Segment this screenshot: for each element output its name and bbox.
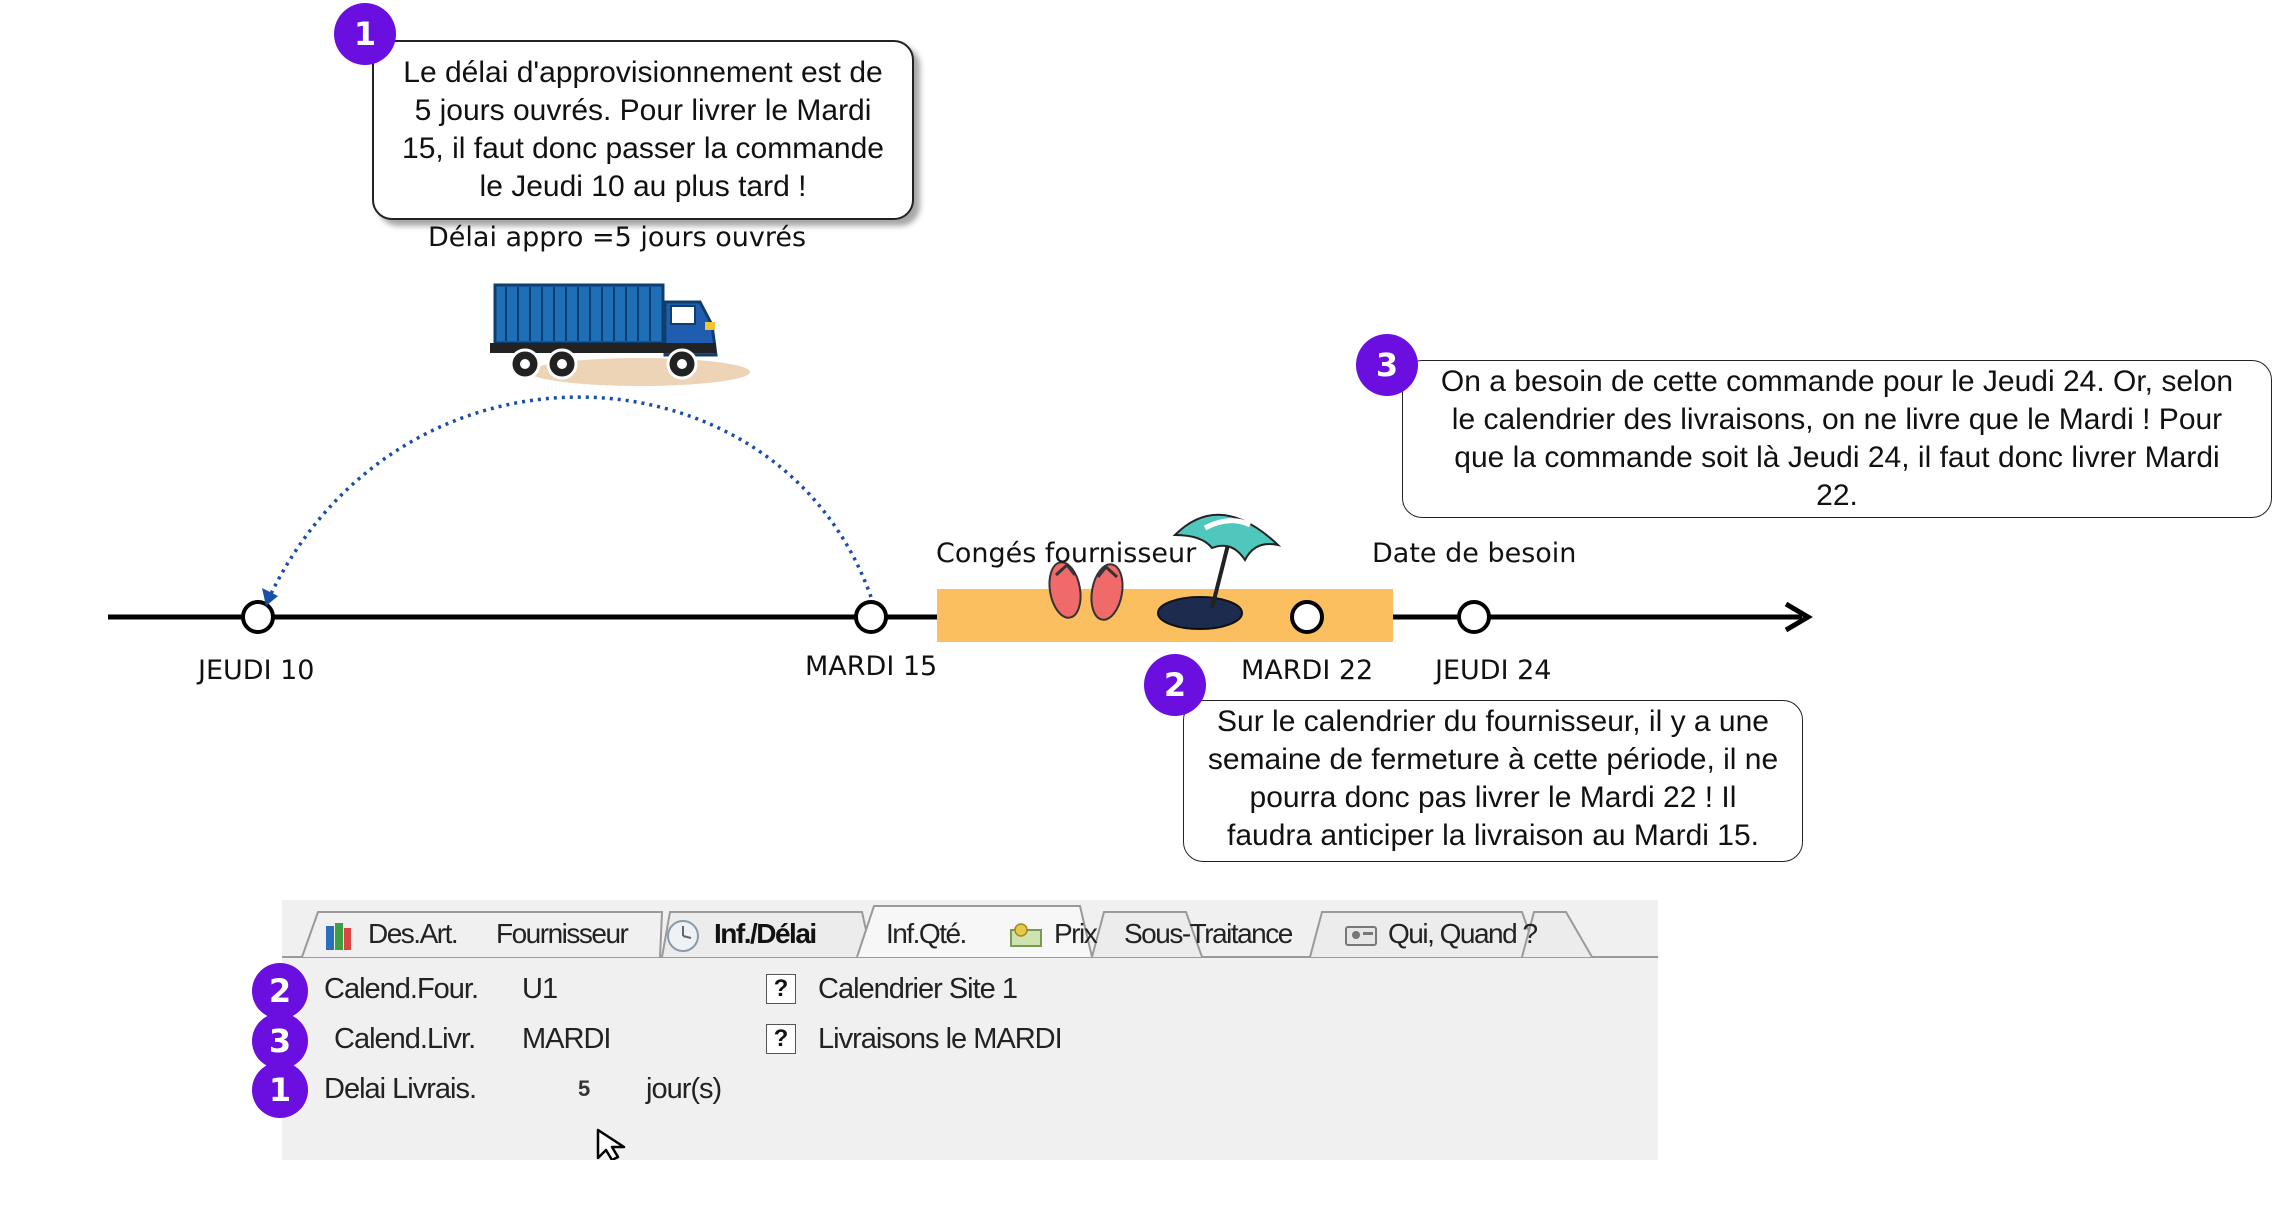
step-badge-2: 2 (1144, 654, 1206, 716)
point-jeudi10 (241, 600, 275, 634)
step-badge-3: 3 (252, 1013, 308, 1069)
user-card-icon (1344, 924, 1378, 948)
erp-panel: Des.Art. Fournisseur Inf./Délai Inf.Qté.… (252, 900, 1658, 1160)
timeline-diagram (108, 283, 1813, 642)
callout-line: le Jeudi 10 au plus tard ! (479, 170, 807, 203)
point-jeudi24 (1457, 600, 1491, 634)
step-badge-2: 2 (252, 963, 308, 1019)
mouse-cursor-icon (596, 1128, 626, 1160)
callout-line: faudra anticiper la livraison au Mardi 1… (1227, 819, 1759, 852)
callout-delivery-calendar: On a besoin de cette commande pour le Je… (1402, 360, 2272, 518)
callout-line: semaine de fermeture à cette période, il… (1207, 743, 1779, 776)
tab-prix[interactable]: Prix (1054, 918, 1098, 949)
callout-line: Sur le calendrier du fournisseur, il y a… (1217, 705, 1769, 738)
need-date-label: Date de besoin (1372, 538, 1577, 569)
holiday-label: Congés fournisseur (936, 538, 1197, 569)
tab-qui-quand[interactable]: Qui, Quand ? (1388, 918, 1538, 949)
tab-sous-traitance[interactable]: Sous-Traitance (1124, 918, 1293, 949)
delivery-calendar-value[interactable]: MARDI (522, 1023, 611, 1055)
lead-time-unit: jour(s) (646, 1073, 722, 1105)
supplier-calendar-description: Calendrier Site 1 (818, 973, 1018, 1005)
point-mardi15 (854, 600, 888, 634)
step-badge-1: 1 (252, 1062, 308, 1118)
tab-fournisseur[interactable]: Fournisseur (496, 918, 629, 949)
delay-arc (266, 395, 873, 601)
step-badge-3: 3 (1356, 334, 1418, 396)
timeline-arrowhead (1784, 601, 1813, 633)
callout-line: Le délai d'approvisionnement est de (403, 56, 883, 89)
truck-icon (490, 283, 750, 386)
label-mardi22: MARDI 22 (1241, 655, 1374, 686)
callout-line: que la commande soit là Jeudi 24, il fau… (1454, 441, 2220, 474)
label-mardi15: MARDI 15 (805, 651, 938, 682)
clock-icon (665, 918, 701, 954)
tab-inf-qte[interactable]: Inf.Qté. (886, 918, 967, 949)
callout-line: 15, il faut donc passer la commande (402, 132, 884, 165)
callout-line: pourra donc pas livrer le Mardi 22 ! Il (1249, 781, 1737, 814)
flip-flops-icon (1048, 561, 1124, 621)
supplier-calendar-label: Calend.Four. (324, 973, 479, 1005)
delivery-calendar-description: Livraisons le MARDI (818, 1023, 1063, 1055)
money-icon (1009, 922, 1043, 948)
delivery-calendar-help-button[interactable]: ? (766, 1024, 796, 1054)
callout-line: On a besoin de cette commande pour le Je… (1440, 365, 2234, 398)
callout-supplier-calendar: Sur le calendrier du fournisseur, il y a… (1183, 700, 1803, 862)
callout-line: le calendrier des livraisons, on ne livr… (1451, 403, 2223, 436)
step-badge-1: 1 (334, 3, 396, 65)
label-jeudi24: JEUDI 24 (1435, 655, 1552, 686)
arc-arrowhead (262, 588, 278, 606)
point-mardi22 (1290, 600, 1324, 634)
tab-des-art[interactable]: Des.Art. (368, 918, 459, 949)
tab-inf-delai[interactable]: Inf./Délai (714, 918, 817, 949)
delivery-calendar-label: Calend.Livr. (334, 1023, 476, 1055)
lead-time-value[interactable]: 5 (578, 1076, 590, 1101)
callout-line: 22. (1816, 479, 1858, 512)
callout-delay: Le délai d'approvisionnement est de 5 jo… (372, 40, 914, 220)
supplier-calendar-value[interactable]: U1 (522, 973, 558, 1005)
beach-umbrella-icon (1157, 513, 1282, 630)
label-jeudi10: JEUDI 10 (198, 655, 315, 686)
callout-line: 5 jours ouvrés. Pour livrer le Mardi (414, 94, 872, 127)
books-icon (324, 920, 352, 952)
supplier-calendar-help-button[interactable]: ? (766, 974, 796, 1004)
lead-time-label: Delai Livrais. (324, 1073, 477, 1105)
delay-label: Délai appro =5 jours ouvrés (428, 222, 807, 253)
